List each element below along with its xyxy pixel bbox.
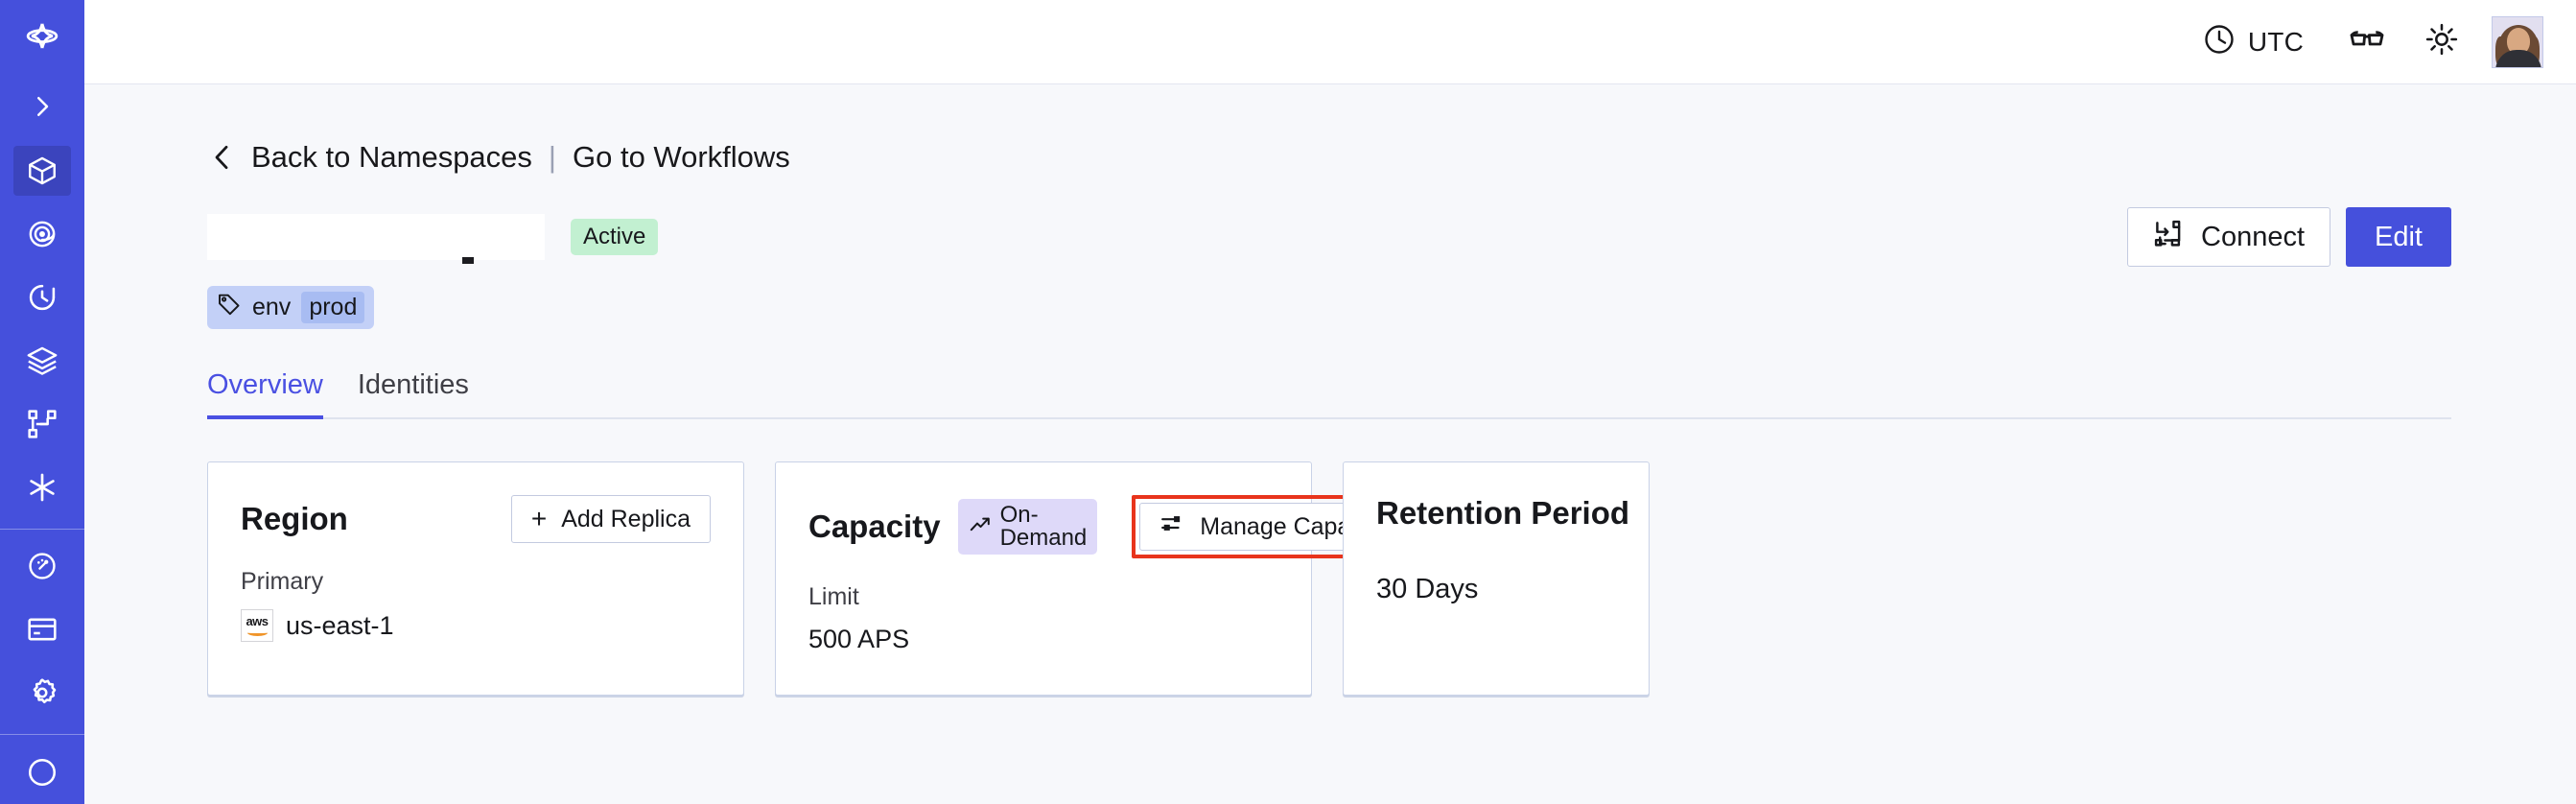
clock-rotate-icon [26,281,59,314]
overview-cards: Region + Add Replica Primary aws u [207,461,2543,696]
sidebar-item-settings[interactable] [13,668,71,718]
tag-key: env [252,294,292,320]
sidebar-item-observability[interactable] [13,209,71,259]
breadcrumb-back-link[interactable]: Back to Namespaces [251,140,532,174]
sidebar-item-nexus[interactable] [13,462,71,512]
sidebar-item-workflows[interactable] [13,399,71,449]
capacity-limit-label: Limit [808,583,859,610]
header-actions: Connect Edit [2127,207,2451,267]
retention-card-header: Retention Period [1376,495,1629,532]
eye-spiral-icon [26,218,59,250]
content-area: Back to Namespaces | Go to Workflows Act… [84,84,2576,804]
namespace-name [207,214,545,264]
edit-button[interactable]: Edit [2346,207,2451,267]
sidebar-item-namespaces[interactable] [13,146,71,197]
connect-icon [2153,219,2183,256]
cube-icon [26,154,59,187]
sidebar-expand-button[interactable] [0,73,84,139]
sidebar-item-billing[interactable] [13,604,71,654]
breadcrumb-workflows-link[interactable]: Go to Workflows [572,140,790,174]
sidebar [0,0,84,804]
region-value-row: aws us-east-1 [241,609,711,642]
sidebar-item-usage[interactable] [13,542,71,592]
aws-smile [246,629,268,636]
timezone-selector[interactable]: UTC [2202,22,2304,61]
namespace-header-row: Active [207,207,2543,267]
asterisk-icon [26,471,59,504]
aws-wordmark: aws [246,614,269,628]
retention-value: 30 Days [1376,574,1479,604]
chevron-right-icon [28,92,57,121]
plus-icon: + [530,504,548,533]
capacity-mode-badge: On-Demand [957,499,1098,555]
region-card-header: Region + Add Replica [241,495,711,543]
sidebar-divider-1 [0,528,84,530]
add-replica-label: Add Replica [561,505,691,532]
capacity-limit-value: 500 APS [808,625,910,653]
trending-up-icon [969,513,992,541]
region-card-title: Region [241,501,348,536]
namespace-tag[interactable]: env prod [207,286,375,329]
tab-bar: Overview Identities [207,369,2451,419]
clock-icon [2202,22,2236,61]
tab-identities[interactable]: Identities [357,369,469,400]
tag-value: prod [301,292,365,323]
timezone-label: UTC [2247,26,2304,57]
glasses-icon [2348,20,2386,63]
credit-card-icon [26,613,59,646]
gauge-icon [26,550,59,582]
tag-icon [217,292,242,323]
chevron-left-icon[interactable] [207,142,238,173]
reader-mode-button[interactable] [2342,17,2392,67]
sidebar-item-schedules[interactable] [13,272,71,322]
retention-card-title: Retention Period [1376,495,1630,531]
capacity-card: Capacity On-Demand [775,461,1415,696]
theme-toggle-button[interactable] [2417,17,2467,67]
region-value: us-east-1 [286,610,394,640]
tab-overview[interactable]: Overview [207,369,340,419]
layers-icon [26,344,59,377]
status-badge: Active [571,219,659,255]
workflow-graph-icon [26,408,59,440]
sidebar-item-batch-operations[interactable] [13,336,71,386]
connect-button-label: Connect [2201,221,2306,252]
help-icon [26,756,59,789]
breadcrumb-separator: | [548,140,556,174]
sun-icon [2424,21,2460,62]
sidebar-item-help[interactable] [13,747,71,797]
region-card: Region + Add Replica Primary aws u [207,461,744,696]
main-area: UTC [84,0,2576,804]
sliders-icon [1159,510,1185,543]
region-primary-label: Primary [241,568,324,595]
temporal-logo-glyph [22,16,62,57]
capacity-card-title: Capacity [808,508,941,544]
gear-icon [26,676,59,709]
breadcrumb: Back to Namespaces | Go to Workflows [207,140,2543,175]
add-replica-button[interactable]: + Add Replica [510,495,711,543]
avatar-body [2495,49,2541,67]
retention-card: Retention Period 30 Days [1343,461,1650,696]
aws-logo-icon: aws [241,609,273,642]
avatar[interactable] [2492,15,2543,68]
capacity-card-header: Capacity On-Demand [808,495,1415,558]
sidebar-divider-2 [0,734,84,736]
top-bar: UTC [84,0,2576,84]
temporal-logo-icon[interactable] [0,0,84,73]
capacity-mode-label: On-Demand [999,502,1088,551]
connect-button[interactable]: Connect [2127,207,2331,267]
